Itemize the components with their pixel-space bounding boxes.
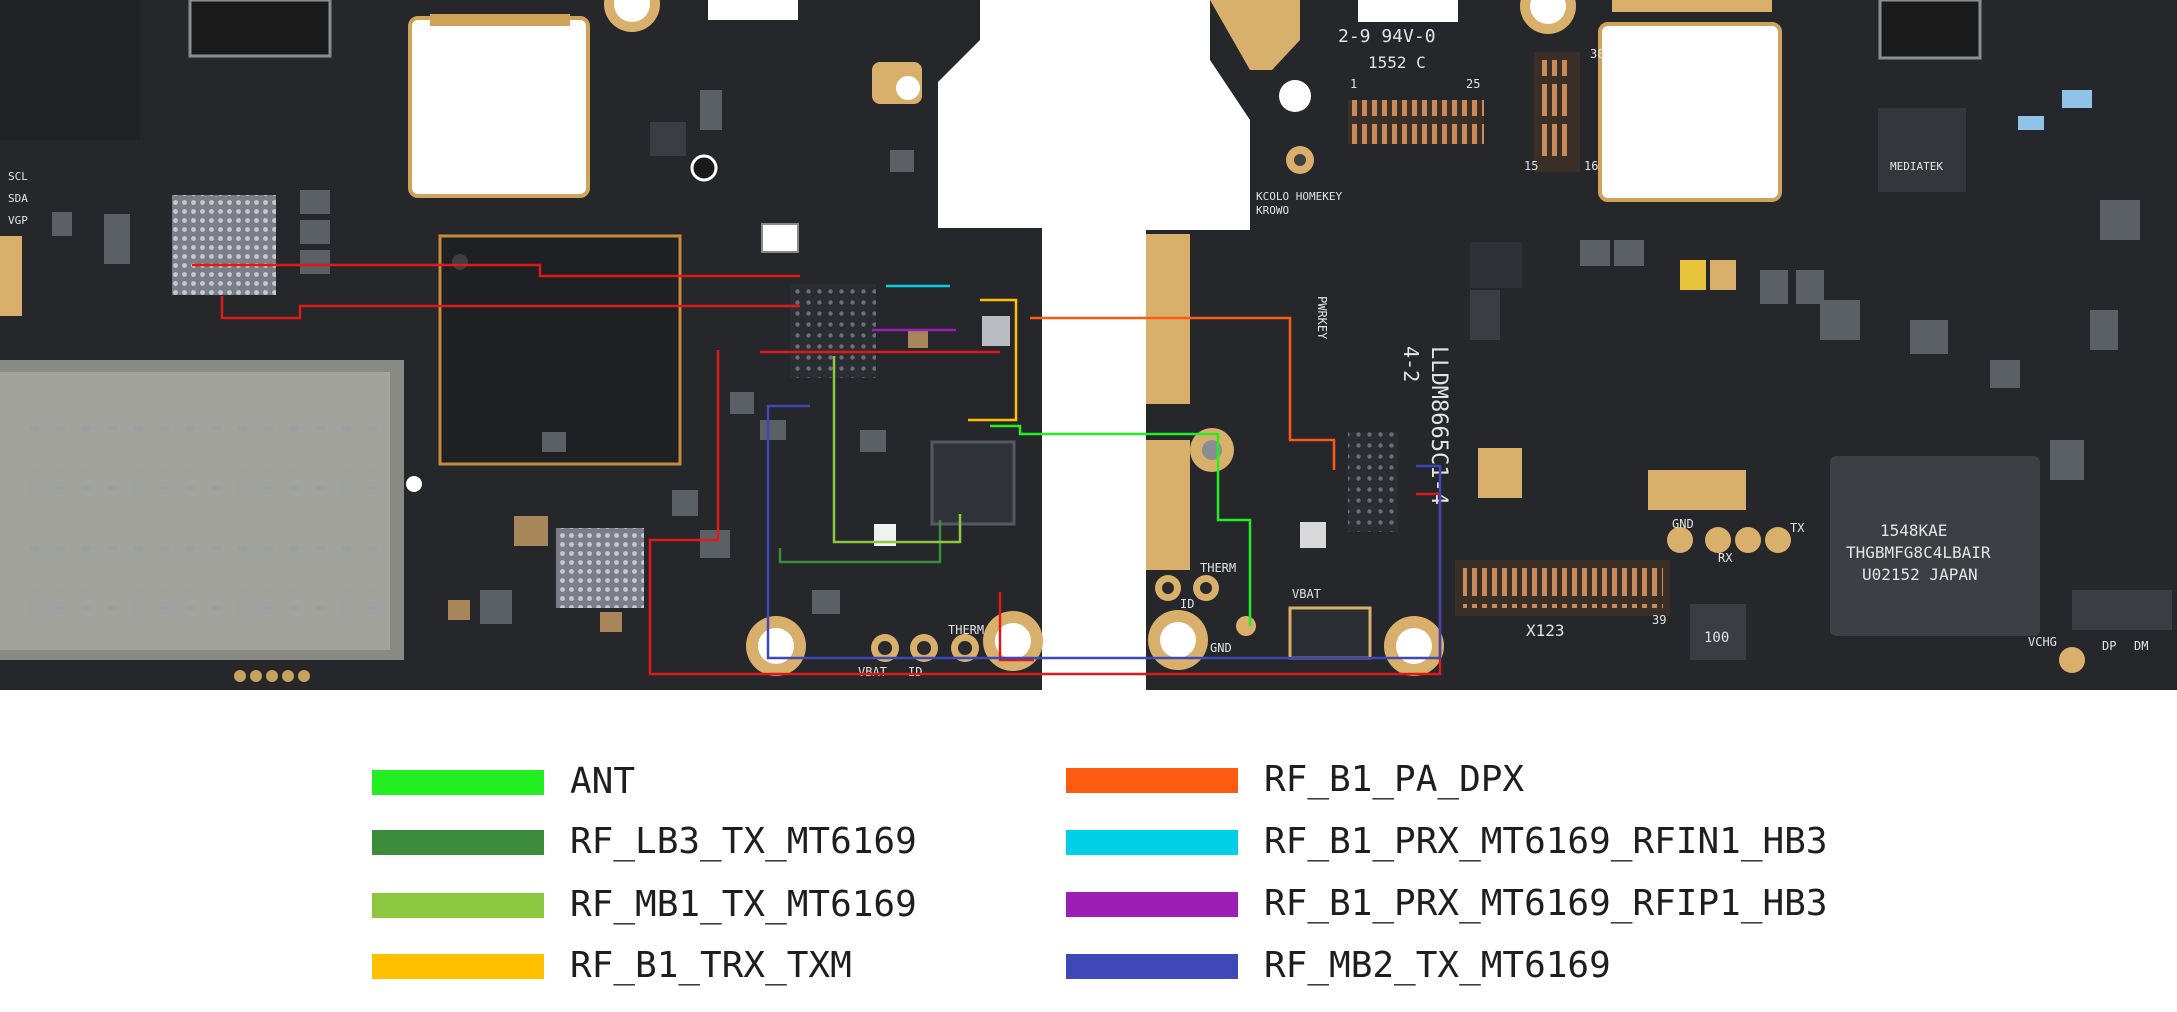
legend-swatch-rf-mb2-tx <box>1066 954 1238 979</box>
legend-swatch-rf-b1-prx-rfip1 <box>1066 892 1238 917</box>
model-code-label: LLDM8665C1-4 <box>1426 346 1451 505</box>
sda-silk-label: SDA <box>8 192 28 205</box>
model-rev-label: 4-2 <box>1399 346 1423 382</box>
sim-tray <box>0 360 404 660</box>
therm-left-silk-label: THERM <box>948 623 984 637</box>
trace-ant <box>990 424 1252 626</box>
right-mounting-holes <box>1148 146 2085 676</box>
legend-label-rf-b1-prx-rfip1: RF_B1_PRX_MT6169_RFIP1_HB3 <box>1264 883 1828 924</box>
coil-label: 100 <box>1704 630 1729 646</box>
tx-silk-label: TX <box>1790 521 1805 535</box>
flash-chip-line-3: U02152 JAPAN <box>1862 565 1978 584</box>
legend-swatch-rf-mb1-tx <box>372 893 544 918</box>
rx-silk-label: RX <box>1718 551 1733 565</box>
pin-25-label: 25 <box>1466 77 1480 91</box>
mediatek-chip-label: MEDIATEK <box>1890 160 1943 173</box>
vgp-silk-label: VGP <box>8 214 28 227</box>
pin-39-label: 39 <box>1652 613 1666 627</box>
legend-swatch-rf-b1-prx-rfin1 <box>1066 830 1238 855</box>
trace-rf-mb2-tx <box>766 404 1442 660</box>
flash-chip-line-1: 1548KAE <box>1880 521 1947 540</box>
id-left-silk-label: ID <box>908 665 922 679</box>
legend-swatch-rf-b1-trx-txm <box>372 954 544 979</box>
trace-rf-b1-trx-txm <box>968 298 1018 422</box>
date-code-label: 1552 C <box>1368 53 1426 72</box>
legend-swatch-ant <box>372 770 544 795</box>
scl-silk-label: SCL <box>8 170 28 183</box>
gnd-bottom-silk-label: GND <box>1210 641 1232 655</box>
dm-silk-label: DM <box>2134 639 2148 653</box>
signal-traces <box>192 263 1442 676</box>
legend-label-rf-b1-prx-rfin1: RF_B1_PRX_MT6169_RFIN1_HB3 <box>1264 821 1828 862</box>
dp-silk-label: DP <box>2102 639 2116 653</box>
homekey-label-2: KROWO <box>1256 204 1289 217</box>
homekey-label-1: KCOLO HOMEKEY <box>1256 190 1342 203</box>
flash-memory-chip: 1548KAE THGBMFG8C4LBAIR U02152 JAPAN <box>1830 456 2040 636</box>
vchg-silk-label: VCHG <box>2028 635 2057 649</box>
flash-chip-line-2: THGBMFG8C4LBAIR <box>1846 543 1991 562</box>
version-code-label: 2-9 94V-0 <box>1338 26 1436 47</box>
pin-16-label: 16 <box>1584 159 1598 173</box>
legend-label-rf-mb2-tx: RF_MB2_TX_MT6169 <box>1264 945 1611 986</box>
trace-rf-mb1-tx <box>832 356 962 544</box>
connector-x123-label: X123 <box>1526 621 1565 640</box>
legend-swatch-rf-lb3-tx <box>372 830 544 855</box>
legend-label-rf-lb3-tx: RF_LB3_TX_MT6169 <box>570 821 917 862</box>
vbat-left-silk-label: VBAT <box>858 665 887 679</box>
pin-30-label: 30 <box>1590 47 1604 61</box>
legend-label-rf-b1-trx-txm: RF_B1_TRX_TXM <box>570 945 852 986</box>
vbat-right-silk-label: VBAT <box>1292 587 1321 601</box>
pwrkey-silk-label: PWRKEY <box>1315 296 1329 340</box>
pin-15-label: 15 <box>1524 159 1538 173</box>
pcb-board-diagram: SCL SDA VGP THERM VBAT ID 1548KAE THGBMF… <box>0 0 2177 690</box>
legend-label-rf-b1-pa-dpx: RF_B1_PA_DPX <box>1264 759 1525 800</box>
legend-label-ant: ANT <box>570 761 636 802</box>
legend-label-rf-mb1-tx: RF_MB1_TX_MT6169 <box>570 884 917 925</box>
right-board: 1548KAE THGBMFG8C4LBAIR U02152 JAPAN MED… <box>1146 0 2177 690</box>
therm-right-silk-label: THERM <box>1200 561 1236 575</box>
left-mounting-holes <box>234 154 1043 682</box>
left-board: SCL SDA VGP THERM VBAT ID <box>0 0 1043 690</box>
gnd-right-silk-label: GND <box>1672 517 1694 531</box>
id-right-silk-label: ID <box>1180 597 1194 611</box>
trace-rf-b1-pa-dpx <box>1030 316 1336 470</box>
pin-1-label: 1 <box>1350 77 1357 91</box>
legend-swatch-rf-b1-pa-dpx <box>1066 768 1238 793</box>
